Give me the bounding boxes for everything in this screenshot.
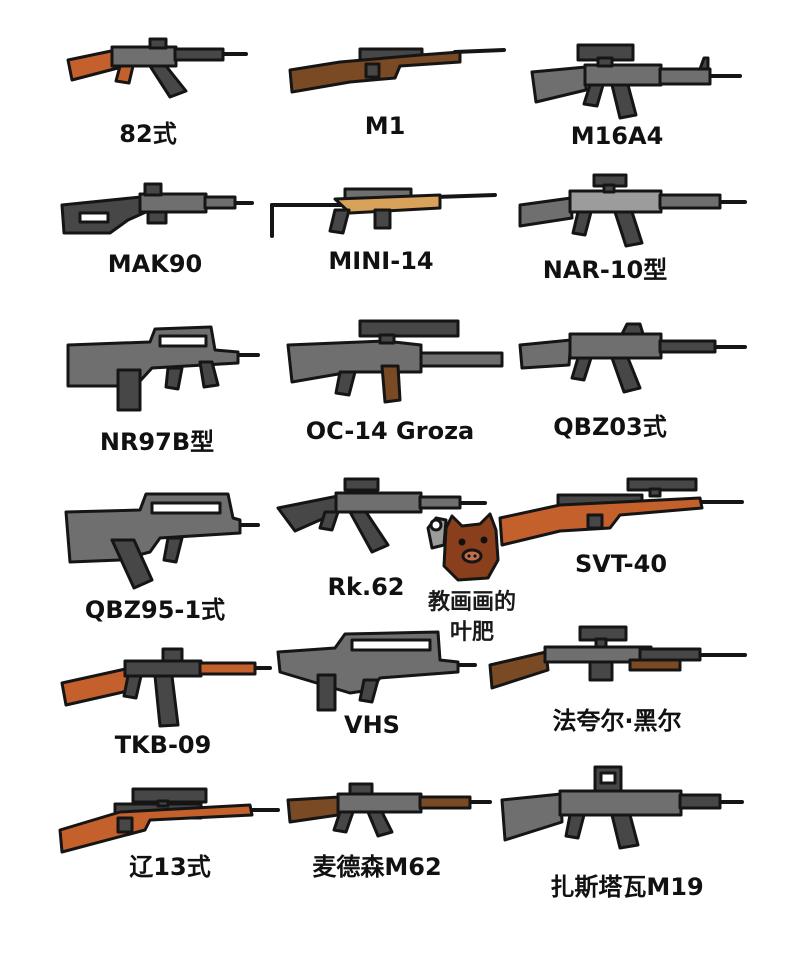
logo-text-line2: 叶肥 [449,620,495,645]
label-tkb09: TKB-09 [114,731,212,759]
rifle-liao13-drawing [58,787,280,854]
rifle-zastava-m19-drawing [500,765,744,850]
label-m16a4: M16A4 [570,122,664,150]
label-mak90: MAK90 [107,250,203,278]
label-vhs: VHS [344,711,400,739]
label-qbz95-1: QBZ95-1式 [84,596,226,624]
pig-mascot-logo [426,512,500,582]
rifle-farquhar-hill-drawing [488,625,747,690]
label-liao13: 辽13式 [129,853,211,881]
label-82: 82式 [119,120,177,148]
rifle-tkb09-drawing [60,647,272,728]
rifle-mini14-drawing [270,187,497,238]
label-oc14-groza: OC-14 Groza [305,417,475,445]
rifle-rk62-drawing [276,477,487,554]
label-farquhar-hill: 法夸尔·黑尔 [552,707,682,735]
rifle-mak90-drawing [60,182,254,235]
rifle-m16a4-drawing [530,43,742,120]
label-m1: M1 [364,112,406,140]
label-svt40: SVT-40 [574,550,668,578]
rifle-qbz95-1-drawing [64,492,260,590]
label-nar10: NAR-10型 [542,256,668,284]
rifle-vhs-drawing [276,630,477,712]
rifle-m1-drawing [288,47,506,94]
label-qbz03: QBZ03式 [553,413,667,441]
rifle-madsen-m62-drawing [286,782,492,838]
label-madsen-m62: 麦德森M62 [312,853,442,881]
label-nr97b: NR97B型 [99,428,215,456]
rifle-nar10-drawing [518,173,747,248]
label-mini14: MINI-14 [328,247,434,275]
logo-text-line1: 教画画的 [427,590,517,615]
rifle-svt40-drawing [498,477,744,547]
rifle-oc14-groza-drawing [286,319,504,404]
label-zastava-m19: 扎斯塔瓦M19 [550,873,704,901]
rifle-qbz03-drawing [518,322,747,394]
rifle-nr97b-drawing [66,325,260,412]
rifle-82-drawing [66,37,248,99]
label-rk62: Rk.62 [327,573,405,601]
